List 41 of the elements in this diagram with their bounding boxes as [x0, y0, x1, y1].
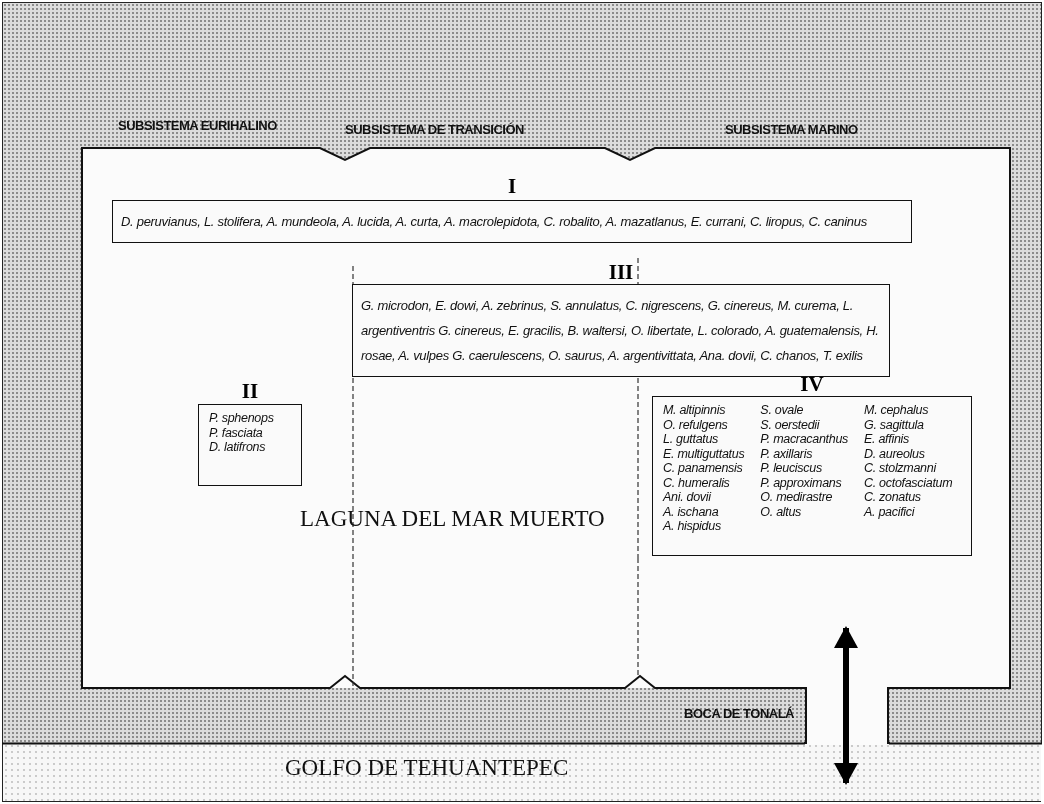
species-name: D. latifrons	[209, 440, 267, 455]
roman-numeral-heading: II	[240, 378, 260, 404]
species-name: E. affinis	[864, 432, 910, 447]
species-name: P. leuciscus	[760, 461, 823, 476]
species-name: A. ischana	[663, 504, 720, 519]
species-name: O. refulgens	[663, 417, 729, 432]
region-label: LAGUNA DEL MAR MUERTO	[300, 506, 605, 532]
roman-numeral-heading: IV	[799, 372, 825, 396]
species-name: O. medirastre	[760, 490, 834, 505]
species-name: M. altipinnis	[663, 403, 727, 418]
roman-numeral-heading: I	[506, 173, 518, 200]
species-name: C. zonatus	[864, 490, 922, 505]
region-label: SUBSISTEMA MARINO	[725, 122, 858, 137]
species-name: M. cephalus	[864, 403, 930, 418]
species-name: O. altus	[760, 504, 803, 519]
species-name: A. pacifici	[864, 504, 916, 519]
species-name: D. aureolus	[864, 446, 926, 461]
species-list: G. microdon, E. dowi, A. zebrinus, S. annulatus, C. nigrescens, G. cinereus, M. curema, L. argentiventris G. cinereus, E. gracilis, B. waltersi, O. libertate, L. colorado, A. guatemalensis, H. rosae, A. vulpes G. caerulescens, O. saurus, A. argentivittata, Ana. dovii, C. chanos, T. exilis	[361, 293, 881, 368]
species-name: Ani. dovii	[663, 490, 713, 505]
species-name: C. octofasciatum	[864, 475, 953, 490]
species-name: C. panamensis	[663, 461, 744, 476]
region-label: GOLFO DE TEHUANTEPEC	[285, 755, 569, 781]
species-name: P. macracanthus	[760, 432, 849, 447]
roman-numeral-heading: III	[607, 260, 635, 284]
species-name: A. hispidus	[663, 519, 722, 534]
species-name: P. approximans	[760, 475, 843, 490]
region-label: BOCA DE TONALÁ	[684, 706, 794, 721]
species-name: C. humeralis	[663, 475, 731, 490]
species-name: S. oerstedii	[760, 417, 821, 432]
species-list: D. peruvianus, L. stolifera, A. mundeola, A. lucida, A. curta, A. macrolepidota, C. robalito, A. mazatlanus, E. currani, C. liropus, C. caninus	[121, 209, 903, 234]
species-name: C. stolzmanni	[864, 461, 938, 476]
region-label: SUBSISTEMA EURIHALINO	[118, 118, 277, 133]
species-name: E. multiguttatus	[663, 446, 745, 461]
species-name: P. axillaris	[760, 446, 814, 461]
double-arrow	[834, 626, 858, 785]
species-name: P. sphenops	[209, 411, 274, 426]
region-label: SUBSISTEMA DE TRANSICIÓN	[345, 122, 524, 137]
species-name: S. ovale	[760, 403, 805, 418]
species-name: L. guttatus	[663, 432, 720, 447]
species-name: G. sagittula	[864, 417, 925, 432]
species-name: P. fasciata	[209, 425, 264, 440]
